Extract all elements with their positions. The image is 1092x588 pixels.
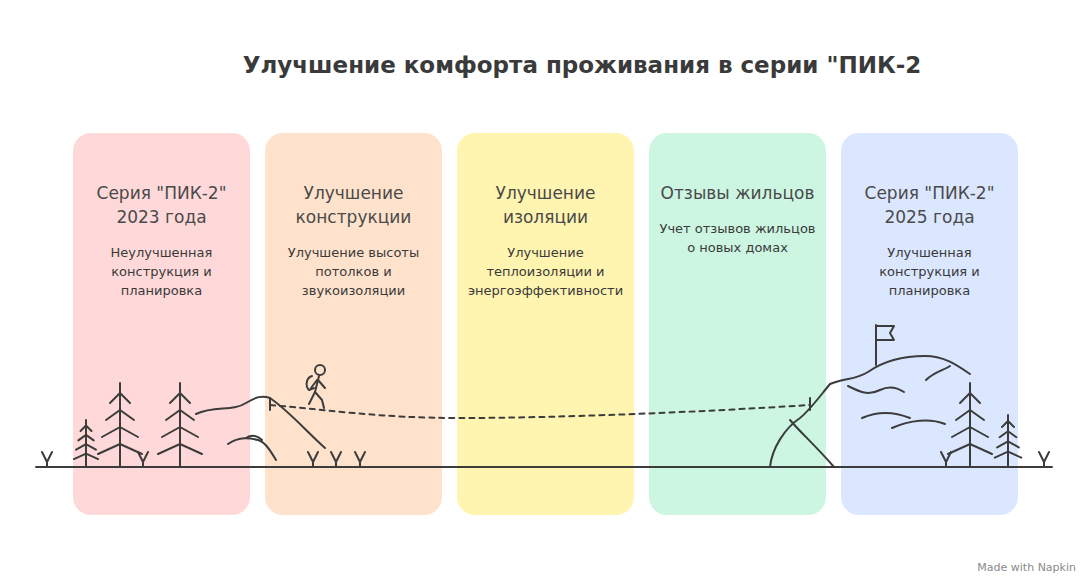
diagram-title: Улучшение комфорта проживания в серии "П… [0,52,1092,78]
stage-band: Серия "ПИК-2" 2025 годаУлучшенная констр… [841,133,1018,515]
stage-band: Улучшение изоляцииУлучшение теплоизоляци… [457,133,634,515]
band-heading: Улучшение конструкции [273,181,434,229]
band-heading: Отзывы жильцов [661,181,815,205]
band-description: Улучшение высоты потолков и звукоизоляци… [273,243,434,300]
stage-band: Серия "ПИК-2" 2023 годаНеулучшенная конс… [73,133,250,515]
band-heading: Улучшение изоляции [465,181,626,229]
grass-tuft [1039,452,1049,467]
stage-band: Улучшение конструкцииУлучшение высоты по… [265,133,442,515]
band-description: Улучшение теплоизоляции и энергоэффектив… [465,243,626,300]
band-description: Неулучшенная конструкция и планировка [81,243,242,300]
band-heading: Серия "ПИК-2" 2025 года [849,181,1010,229]
grass-tuft [42,452,52,467]
band-heading: Серия "ПИК-2" 2023 года [81,181,242,229]
band-description: Учет отзывов жильцов о новых домах [657,219,818,257]
stage-band: Отзывы жильцовУчет отзывов жильцов о нов… [649,133,826,515]
watermark: Made with Napkin [977,561,1076,574]
band-description: Улучшенная конструкция и планировка [849,243,1010,300]
